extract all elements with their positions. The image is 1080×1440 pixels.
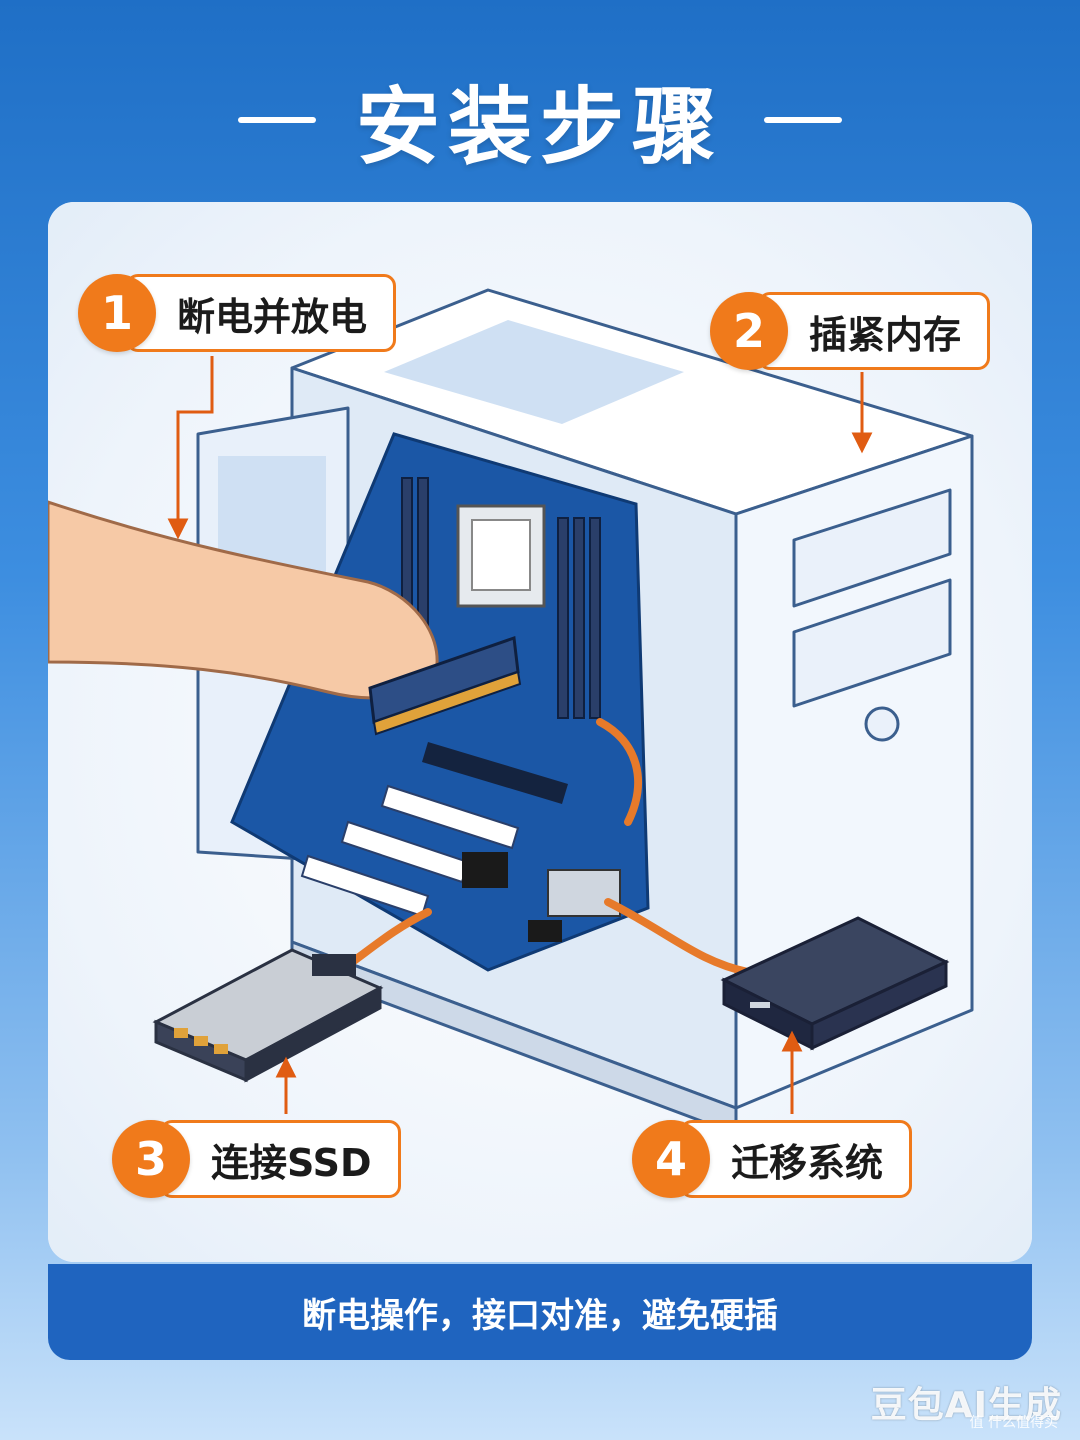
hand-holding-ram	[48, 500, 522, 736]
step-3-badge: 3	[112, 1120, 190, 1198]
step-2: 2 插紧内存	[710, 292, 991, 370]
step-4-label: 迁移系统	[680, 1120, 913, 1198]
step-4-badge: 4	[632, 1120, 710, 1198]
step-1-label: 断电并放电	[126, 274, 397, 352]
ai-watermark: 豆包AI生成	[870, 1385, 1062, 1426]
step-4: 4 迁移系统	[632, 1120, 913, 1198]
ssd-drive	[152, 948, 384, 1083]
footer-banner: 断电操作，接口对准，避免硬插	[48, 1264, 1032, 1360]
title-bar: 安装步骤	[0, 70, 1080, 176]
step-2-badge: 2	[710, 292, 788, 370]
site-watermark: 值 什么值得买	[969, 1415, 1058, 1431]
step-3: 3 连接SSD	[112, 1120, 401, 1198]
step-arrows	[167, 356, 873, 1114]
step-1-badge: 1	[78, 274, 156, 352]
illustration-card: 1 断电并放电 2 插紧内存 3 连接SSD 4 迁移系统	[48, 202, 1032, 1262]
page-title: 安装步骤	[355, 77, 724, 176]
external-drive	[720, 916, 950, 1051]
title-dash-right	[764, 117, 842, 123]
title-dash-left	[237, 117, 316, 123]
step-2-label: 插紧内存	[758, 292, 991, 370]
step-3-label: 连接SSD	[160, 1120, 401, 1198]
pc-case-illustration	[48, 288, 974, 1136]
step-1: 1 断电并放电	[78, 274, 397, 352]
